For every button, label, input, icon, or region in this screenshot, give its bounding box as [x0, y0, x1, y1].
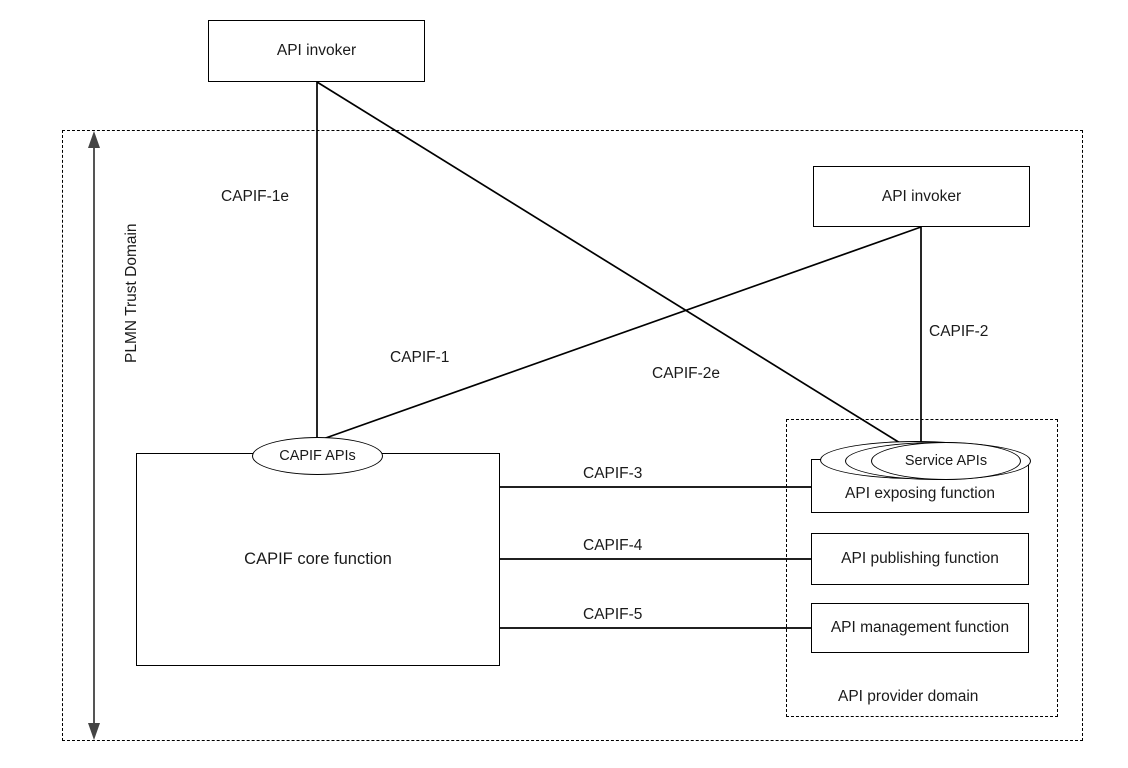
node-label: CAPIF APIs — [279, 448, 356, 464]
interface-label-capif-4: CAPIF-4 — [583, 537, 643, 554]
node-label: Service APIs — [904, 453, 988, 469]
api-provider-domain-label: API provider domain — [838, 688, 979, 705]
interface-label-capif-3: CAPIF-3 — [583, 465, 643, 482]
node-label: CAPIF core function — [244, 550, 392, 568]
node-service-apis[interactable]: Service APIs — [871, 442, 1021, 480]
interface-label-capif-2: CAPIF-2 — [929, 323, 989, 340]
interface-label-capif-2e: CAPIF-2e — [652, 365, 721, 382]
node-label: API invoker — [276, 42, 357, 59]
plmn-trust-domain-label: PLMN Trust Domain — [123, 223, 140, 363]
interface-label-capif-5: CAPIF-5 — [583, 606, 643, 623]
interface-label-capif-1e: CAPIF-1e — [221, 188, 290, 205]
node-api-invoker-external[interactable]: API invoker — [208, 20, 425, 82]
node-api-management-function[interactable]: API management function — [811, 603, 1029, 653]
node-label: API exposing function — [845, 485, 995, 502]
node-api-publishing-function[interactable]: API publishing function — [811, 533, 1029, 585]
interface-label-capif-1: CAPIF-1 — [390, 349, 450, 366]
node-label: API publishing function — [841, 550, 999, 567]
node-label: API management function — [830, 619, 1010, 636]
node-api-invoker-internal[interactable]: API invoker — [813, 166, 1030, 227]
node-capif-core-function[interactable]: CAPIF core function — [136, 453, 500, 666]
api-provider-domain-region — [786, 419, 1058, 717]
node-label: API invoker — [881, 187, 962, 205]
node-capif-apis[interactable]: CAPIF APIs — [252, 437, 383, 475]
